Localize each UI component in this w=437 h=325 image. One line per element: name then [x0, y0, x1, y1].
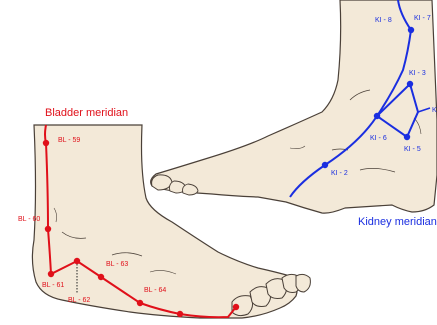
- bladder-point-bl63: [98, 274, 104, 280]
- label-ki7: KI - 7: [414, 15, 431, 22]
- label-bl60: BL - 60: [18, 216, 40, 223]
- kidney-point-ki6: [374, 113, 380, 119]
- bladder-point-bl64: [137, 300, 143, 306]
- label-bl63: BL - 63: [106, 261, 128, 268]
- label-ki2: KI - 2: [331, 170, 348, 177]
- bladder-point-bl60: [45, 226, 51, 232]
- label-bl62: BL - 62: [68, 297, 90, 304]
- label-ki3: KI - 3: [409, 70, 426, 77]
- label-ki5: KI - 5: [404, 146, 421, 153]
- label-bl64: BL - 64: [144, 287, 166, 294]
- bladder-point-toe-a: [177, 311, 183, 317]
- bladder-point-bl61: [48, 271, 54, 277]
- kidney-point-ki3: [407, 81, 413, 87]
- kidney-point-ki5: [404, 134, 410, 140]
- bladder-meridian-title: Bladder meridian: [45, 107, 128, 119]
- bladder-point-bl62: [74, 258, 80, 264]
- medial-foot-illustration: [151, 0, 437, 213]
- kidney-point-ki7: [408, 27, 414, 33]
- label-bl61: BL - 61: [42, 282, 64, 289]
- label-ki8: KI - 8: [375, 17, 392, 24]
- bladder-point-bl59: [43, 140, 49, 146]
- label-bl59: BL - 59: [58, 137, 80, 144]
- label-k-edge: K: [432, 107, 437, 114]
- kidney-meridian-title: Kidney meridian: [358, 216, 437, 228]
- toe-5: [296, 274, 310, 292]
- label-ki6: KI - 6: [370, 135, 387, 142]
- bladder-point-toe-b: [233, 304, 239, 310]
- medial-foot-outline: [151, 0, 437, 213]
- kidney-point-ki2: [322, 162, 328, 168]
